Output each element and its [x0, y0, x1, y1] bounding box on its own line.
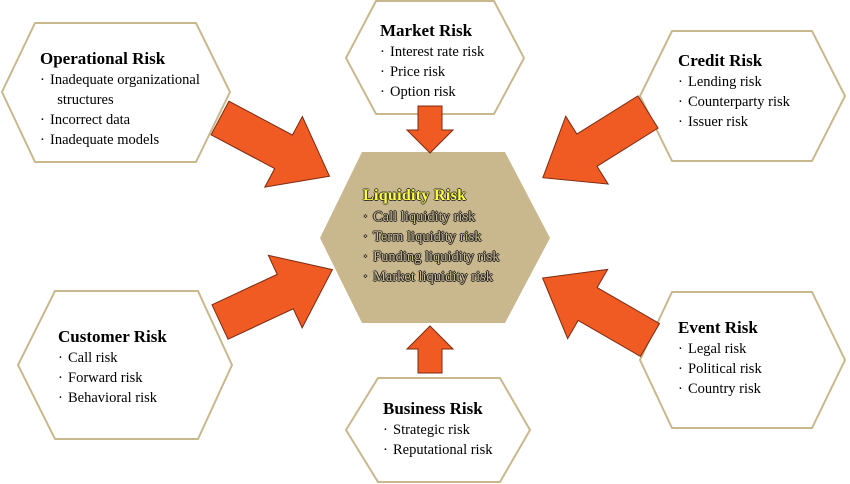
operational-risk-box: Operational Risk ·Inadequate organizatio… — [40, 48, 200, 150]
arrow-event-to-liquidity — [541, 268, 661, 358]
event-risk-hexagon — [638, 291, 847, 429]
event-risk-box: Event Risk ·Legal risk ·Political risk ·… — [678, 317, 762, 399]
list-item: ·Reputational risk — [383, 442, 493, 458]
list-item: ·Lending risk — [678, 74, 762, 90]
arrow-credit-to-liquidity — [542, 95, 659, 185]
liquidity-risk-hexagon — [320, 152, 550, 323]
customer-risk-title: Customer Risk — [58, 327, 167, 346]
list-item: ·Interest rate risk — [380, 44, 485, 60]
operational-risk-title: Operational Risk — [40, 49, 166, 68]
list-item: ·Option risk — [380, 84, 456, 100]
list-item: ·Term liquidity risk — [363, 229, 482, 245]
list-item: ·Issuer risk — [678, 114, 749, 130]
credit-risk-title: Credit Risk — [678, 51, 763, 70]
list-item: ·Market liquidity risk — [363, 269, 494, 285]
liquidity-risk-box: Liquidity Risk ·Call liquidity risk ·Ter… — [363, 185, 500, 287]
list-item: ·Call risk — [58, 350, 118, 366]
liquidity-risk-title: Liquidity Risk — [363, 187, 467, 204]
list-item: ·Strategic risk — [383, 422, 470, 438]
list-item: ·Price risk — [380, 64, 446, 80]
arrow-market-to-liquidity — [405, 105, 455, 154]
list-item: ·Forward risk — [58, 370, 143, 386]
list-item: ·Incorrect data — [40, 112, 131, 128]
list-item: ·Call liquidity risk — [363, 209, 476, 225]
business-risk-box: Business Risk ·Strategic risk ·Reputatio… — [383, 398, 492, 460]
arrow-business-to-liquidity — [405, 325, 455, 374]
business-risk-title: Business Risk — [383, 399, 483, 418]
list-item: ·Behavioral risk — [58, 390, 157, 406]
list-item: ·Funding liquidity risk — [363, 249, 500, 265]
market-risk-title: Market Risk — [380, 21, 473, 40]
customer-risk-hexagon — [16, 290, 234, 440]
business-risk-hexagon — [344, 377, 532, 483]
list-item: ·Political risk — [678, 361, 762, 377]
list-item: ·Country risk — [678, 381, 761, 397]
market-risk-box: Market Risk ·Interest rate risk ·Price r… — [380, 20, 484, 102]
event-risk-title: Event Risk — [678, 318, 758, 337]
operational-risk-hexagon — [0, 22, 232, 163]
list-item: ·Counterparty risk — [678, 94, 790, 110]
market-risk-hexagon — [344, 0, 526, 115]
list-item: structures — [57, 92, 114, 108]
arrow-operational-to-liquidity — [210, 100, 331, 188]
list-item: ·Inadequate models — [40, 132, 160, 148]
customer-risk-box: Customer Risk ·Call risk ·Forward risk ·… — [58, 326, 167, 408]
credit-risk-box: Credit Risk ·Lending risk ·Counterparty … — [678, 50, 790, 132]
list-item: ·Legal risk — [678, 341, 747, 357]
arrow-customer-to-liquidity — [211, 254, 334, 340]
list-item: ·Inadequate organizational — [40, 72, 200, 88]
credit-risk-hexagon — [638, 30, 847, 162]
